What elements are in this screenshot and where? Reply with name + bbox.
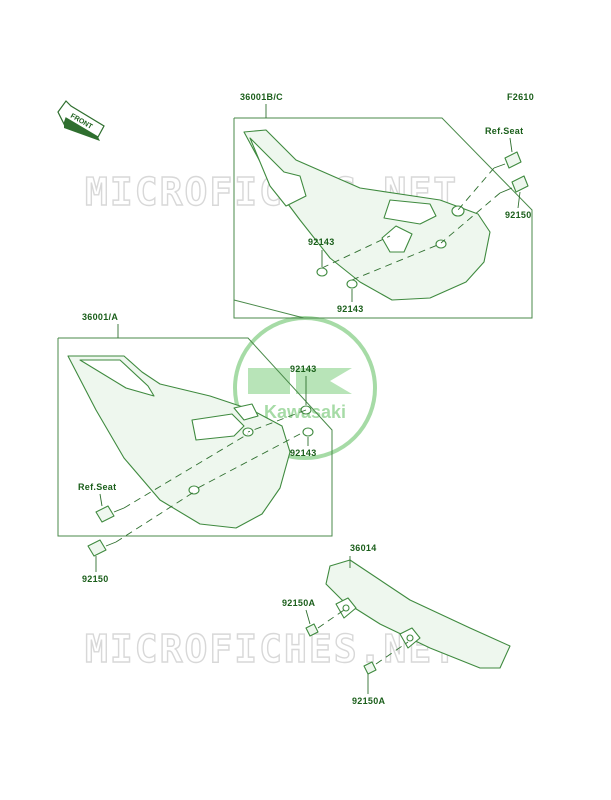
bolt-chain-a-icon bbox=[305, 609, 345, 637]
washer-lower-b-icon bbox=[302, 427, 314, 437]
watermark-text-bottom: MICROFICHES.NET bbox=[85, 627, 458, 671]
label-bolt-chain-a: 92150A bbox=[282, 598, 316, 608]
label-assy-lower: 36001/A bbox=[82, 312, 118, 322]
label-washer-upper-a: 92143 bbox=[308, 237, 335, 247]
label-washer-lower-a: 92143 bbox=[290, 364, 317, 374]
front-arrow-icon: FRONT bbox=[57, 100, 105, 141]
label-bolt-upper: 92150 bbox=[505, 210, 532, 220]
frame-upper-assy bbox=[233, 117, 533, 319]
frame-upper-bottom bbox=[233, 299, 442, 319]
washer-upper-a-icon bbox=[316, 267, 328, 277]
bolt-ref-seat-lower-icon bbox=[95, 505, 125, 523]
label-washer-lower-b: 92143 bbox=[290, 448, 317, 458]
label-bolt-lower: 92150 bbox=[82, 574, 109, 584]
label-ref-seat-lower: Ref.Seat bbox=[78, 482, 116, 492]
label-ref-seat-upper: Ref.Seat bbox=[485, 126, 523, 136]
label-chain-cover: 36014 bbox=[350, 543, 377, 553]
label-bolt-chain-b: 92150A bbox=[352, 696, 386, 706]
figure-code: F2610 bbox=[507, 92, 534, 102]
label-washer-upper-b: 92143 bbox=[337, 304, 364, 314]
frame-lower-assy bbox=[57, 337, 333, 537]
side-cover-upper bbox=[243, 129, 491, 301]
bolt-92150-upper-icon bbox=[499, 175, 529, 194]
logo-k-mark bbox=[248, 368, 290, 394]
logo-k-arrow bbox=[296, 368, 352, 394]
bolt-ref-seat-upper-icon bbox=[493, 151, 522, 169]
bolt-92150-lower-icon bbox=[87, 539, 117, 557]
bolt-chain-b-icon bbox=[363, 641, 409, 675]
chain-cover bbox=[325, 559, 511, 669]
side-cover-lower bbox=[67, 355, 291, 529]
washer-upper-b-icon bbox=[346, 279, 358, 289]
label-assy-upper: 36001B/C bbox=[240, 92, 283, 102]
